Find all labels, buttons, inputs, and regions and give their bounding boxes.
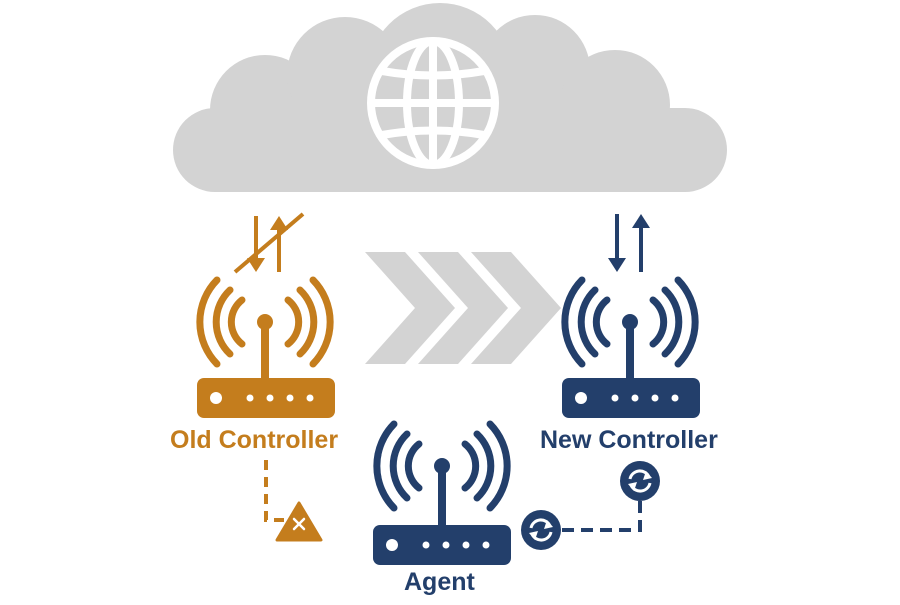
old-controller-label: Old Controller (170, 426, 339, 454)
up-down-arrows-crossed-icon (233, 212, 305, 274)
sync-icon (521, 510, 561, 550)
chevron-right-icon (365, 252, 455, 364)
migration-chevrons (365, 252, 561, 364)
old-broken-link (264, 460, 285, 522)
sync-icon (620, 461, 660, 501)
warning-triangle-x-icon (275, 501, 323, 542)
globe-icon (367, 37, 499, 169)
new-controller-router-icon (561, 276, 700, 418)
agent-router-icon (373, 420, 511, 565)
chevron-right-icon (418, 252, 508, 364)
chevron-right-icon (471, 252, 561, 364)
agent-label: Agent (404, 568, 475, 596)
agent-new-controller-link (562, 500, 642, 532)
new-controller-label: New Controller (540, 426, 718, 454)
old-controller-router-icon (196, 276, 335, 418)
up-down-arrows-icon (608, 214, 650, 272)
